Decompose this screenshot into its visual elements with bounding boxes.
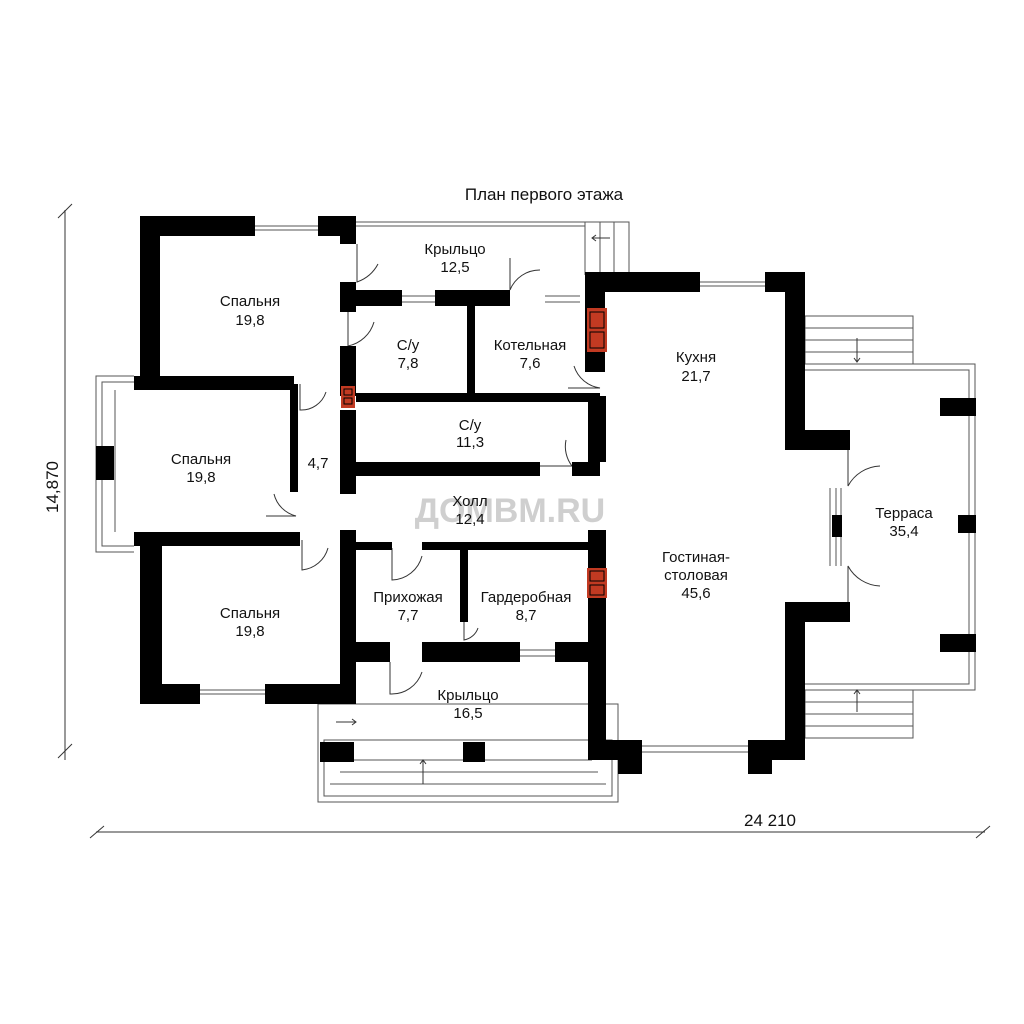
room-area-wc-2: 11,3 [456,434,484,451]
room-area-corridor: 4,7 [308,455,329,472]
room-area-kitchen: 21,7 [681,368,710,385]
room-name-bedroom-2: Спальня [171,451,231,468]
room-area-hall: 12,4 [455,511,484,528]
room-name-wardrobe: Гардеробная [481,589,572,606]
dimension-lines [57,203,991,839]
room-name-entry: Прихожая [373,589,443,606]
room-area-wc-1: 7,8 [398,355,419,372]
watermark: ДОМВМ.RU [415,492,605,530]
step-arrows [336,234,861,784]
room-name-living-1: Гостиная- [662,549,730,566]
dimension-height: 14,870 [43,461,62,513]
room-name-boiler: Котельная [494,337,567,354]
room-area-boiler: 7,6 [520,355,541,372]
room-name-porch-bottom: Крыльцо [437,687,498,704]
room-area-wardrobe: 8,7 [516,607,537,624]
room-name-bedroom-1: Спальня [220,293,280,310]
chimneys [341,308,607,598]
dimension-width: 24 210 [744,811,796,830]
room-area-bedroom-2: 19,8 [186,469,215,486]
door-swings [266,244,881,695]
room-name-terrace: Терраса [875,505,933,522]
room-area-porch-top: 12,5 [440,259,469,276]
room-area-bedroom-1: 19,8 [235,312,264,329]
room-name-hall: Холл [452,493,487,510]
walls [96,216,976,774]
room-area-porch-bottom: 16,5 [453,705,482,722]
room-area-living: 45,6 [681,585,710,602]
room-name-living-2: столовая [664,567,728,584]
room-area-bedroom-3: 19,8 [235,623,264,640]
room-name-wc-2: С/у [459,417,482,434]
room-name-porch-top: Крыльцо [424,241,485,258]
room-name-bedroom-3: Спальня [220,605,280,622]
room-labels: Крыльцо 12,5 Спальня 19,8 С/у 7,8 Котель… [171,241,934,722]
room-name-wc-1: С/у [397,337,420,354]
plan-title: План первого этажа [465,185,624,204]
room-name-kitchen: Кухня [676,349,716,366]
thin-outlines [95,221,976,803]
room-area-terrace: 35,4 [889,523,918,540]
room-area-entry: 7,7 [398,607,419,624]
